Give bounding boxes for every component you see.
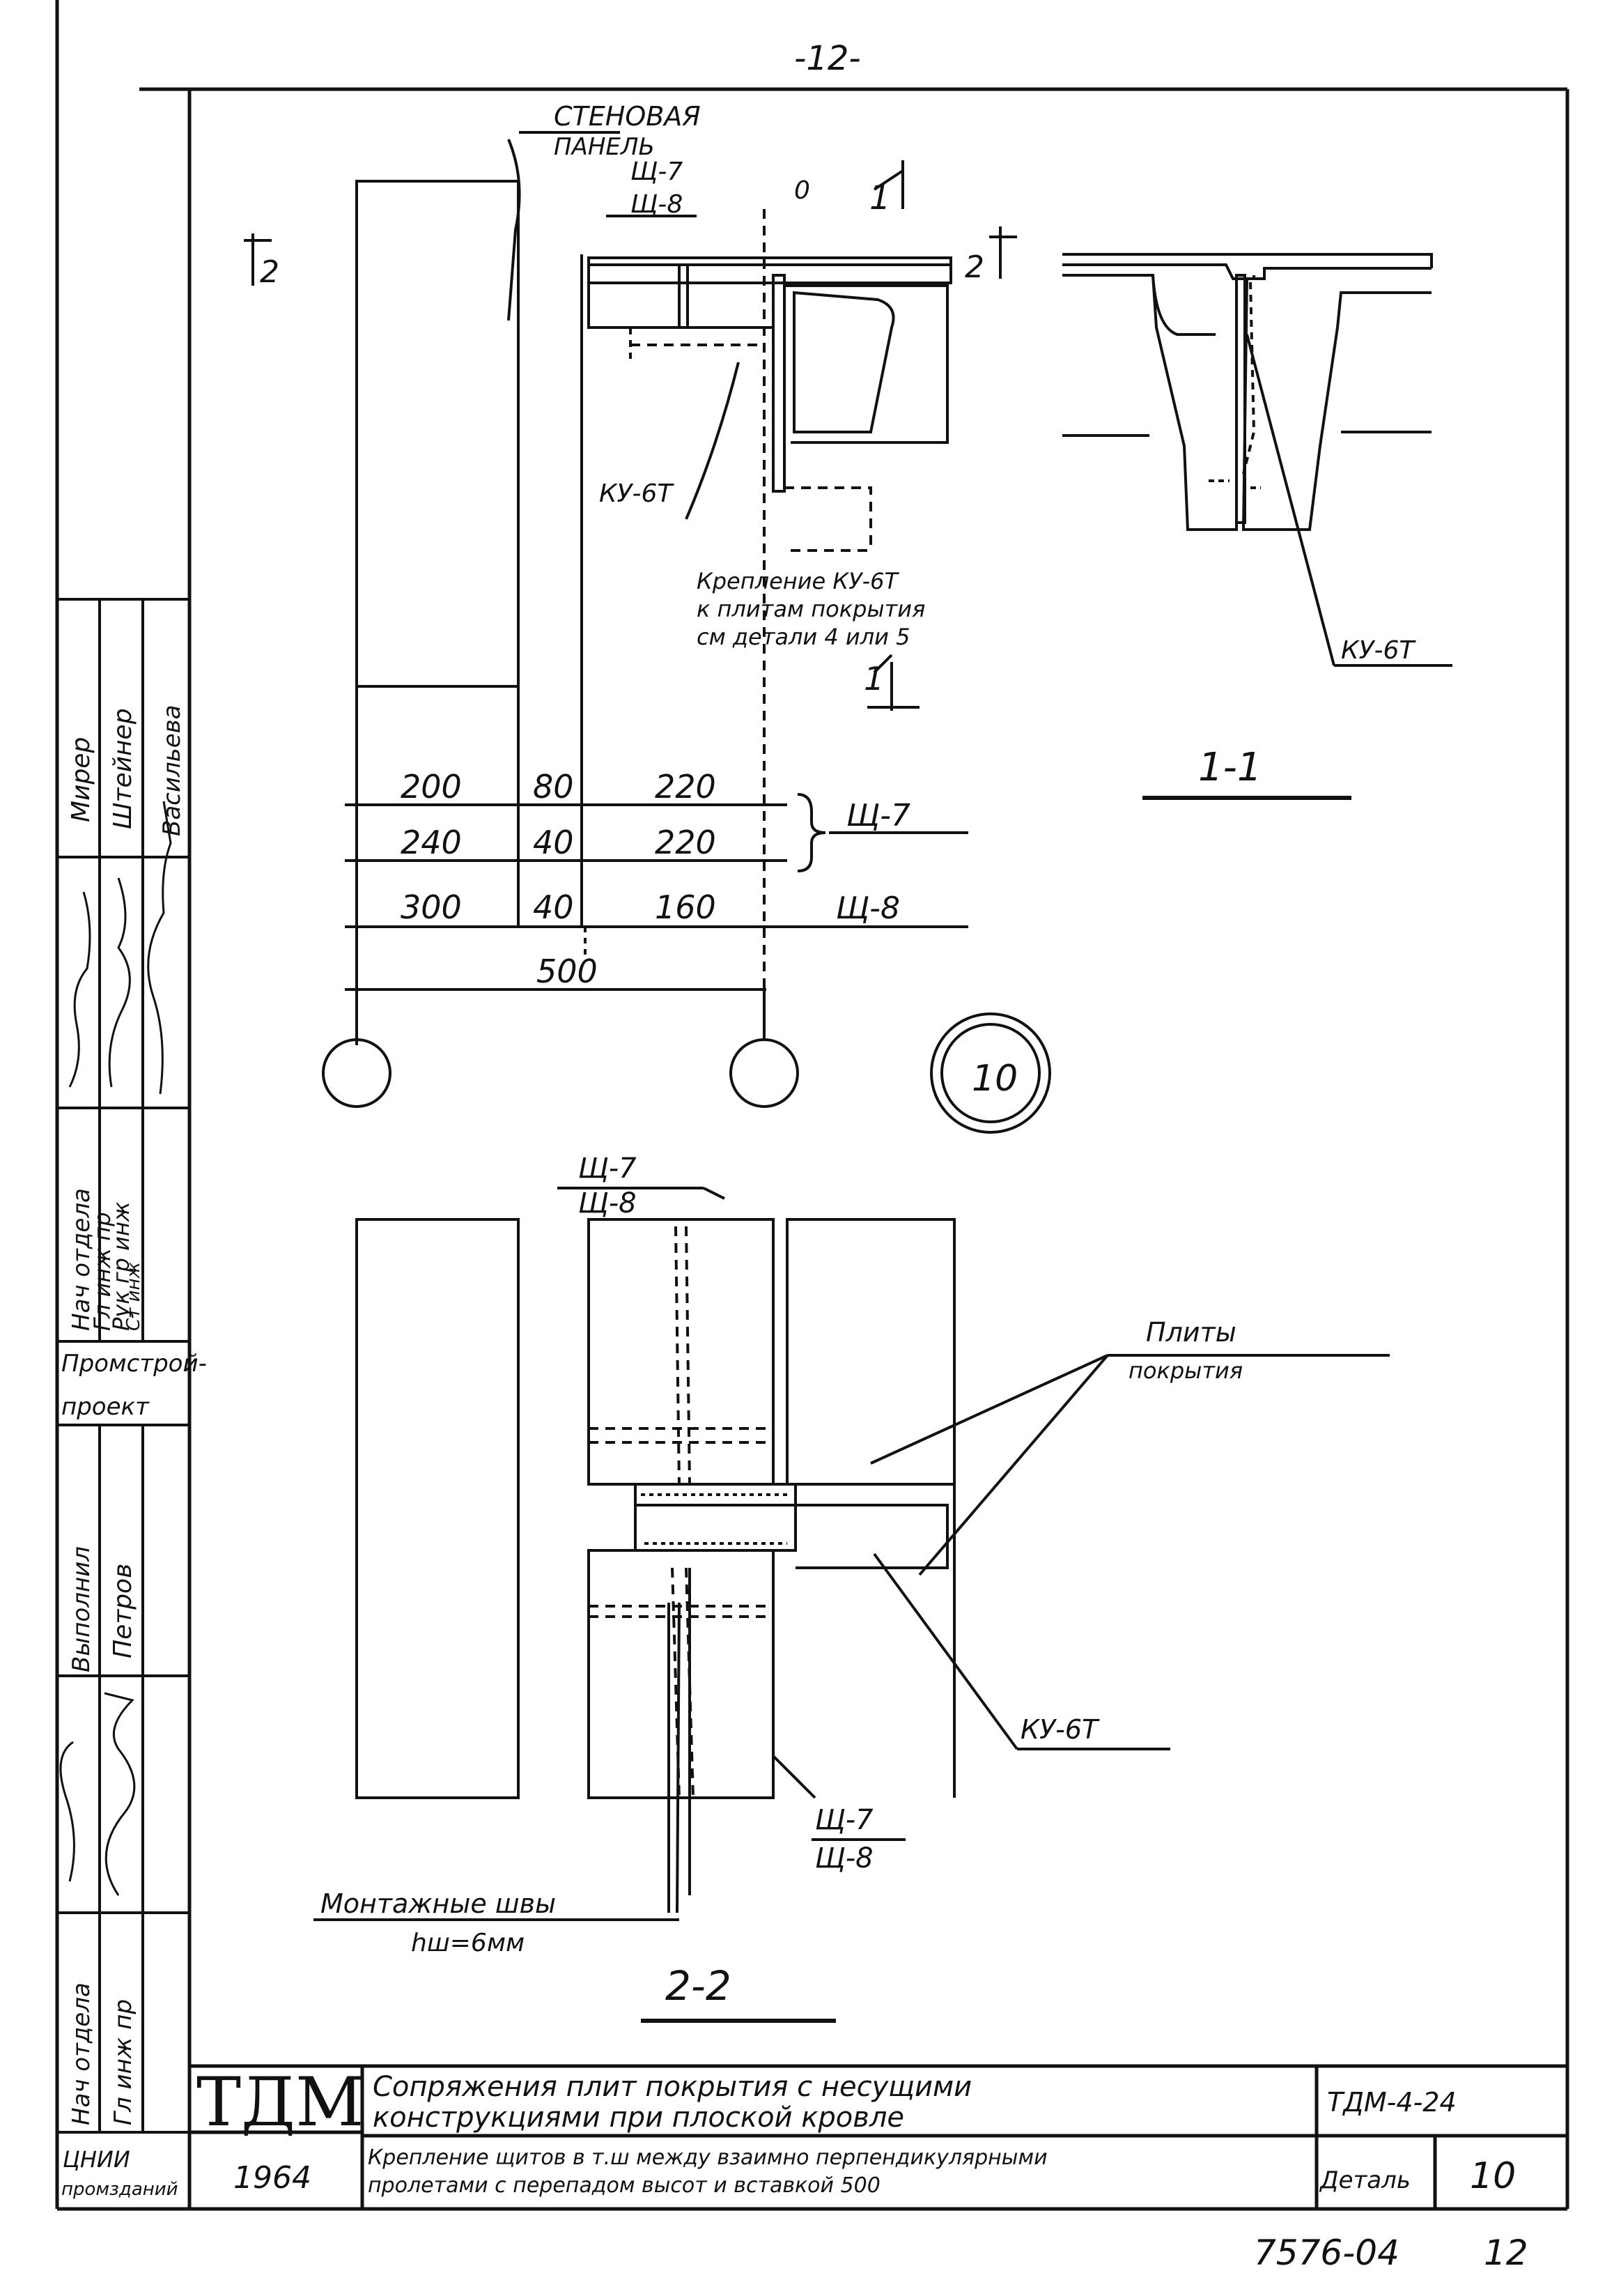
ku6t-label-2: КУ-6Т xyxy=(1341,636,1416,665)
tdm-logo: ТДМ xyxy=(196,2063,364,2141)
fastening-note-1: Крепление КУ-6Т xyxy=(697,568,899,594)
shch7-dim-label: Щ-7 xyxy=(846,798,910,833)
wall-panel-label-2: ПАНЕЛЬ xyxy=(554,133,655,161)
dim-500: 500 xyxy=(536,953,598,990)
detail-number: 10 xyxy=(1470,2155,1516,2197)
fastening-note-2: к плитам покрытия xyxy=(697,596,925,622)
slabs-label-1: Плиты xyxy=(1146,1317,1236,1348)
section-1-mark-bottom: 1 xyxy=(864,660,884,698)
dim-200: 200 xyxy=(401,768,462,806)
sheet-frame xyxy=(55,0,1569,2211)
stamp-role-1: Нач отдела xyxy=(68,1188,95,1331)
stamp-role-4: Ст инж xyxy=(123,1262,144,1331)
left-stamp-text: Нач отдела Гл инж пр Рук гр инж Ст инж М… xyxy=(61,704,207,2200)
stamp-lower-3: Гл инж пр xyxy=(109,1999,137,2125)
title-line-1: Сопряжения плит покрытия с несущими xyxy=(373,2071,972,2103)
stamp-org-2: проект xyxy=(61,1393,150,1421)
dim-220a: 220 xyxy=(655,768,716,806)
dim-160: 160 xyxy=(655,888,716,926)
footer-doc-number: 7576-04 xyxy=(1254,2233,1399,2273)
mounting-seams-label: Монтажные швы xyxy=(320,1888,556,1919)
shch8-dim-label: Щ-8 xyxy=(836,891,900,926)
zero-label: 0 xyxy=(794,176,810,205)
section-2-mark-right: 2 xyxy=(965,249,984,285)
section-2-mark-left: 2 xyxy=(260,254,279,290)
stamp-lower-2: Нач отдела xyxy=(68,1982,95,2125)
shch7-label-22top: Щ-7 xyxy=(578,1153,637,1185)
slabs-label-2: покрытия xyxy=(1129,1357,1243,1384)
stamp-name-3: Васильева xyxy=(158,704,186,836)
stamp-role-2: Гл инж пр xyxy=(89,1212,116,1331)
stamp-lower-1: Выполнил xyxy=(68,1546,95,1672)
section-1-mark-top: 1 xyxy=(869,178,891,217)
stamp-name-2: Штейнер xyxy=(109,708,137,829)
dim-220b: 220 xyxy=(655,824,716,861)
dim-40b: 40 xyxy=(533,888,574,926)
desc-line-2: пролетами с перепадом высот и вставкой 5… xyxy=(368,2173,881,2198)
title-block xyxy=(189,2064,1567,2209)
shch8-label-top: Щ-8 xyxy=(630,190,683,219)
shch7-label-top: Щ-7 xyxy=(630,157,683,186)
shch7-label-22bot: Щ-7 xyxy=(815,1804,874,1836)
footer-page: 12 xyxy=(1484,2233,1528,2273)
section-1-1-drawing xyxy=(1062,253,1452,800)
section-2-2-title: 2-2 xyxy=(665,1962,731,2010)
section-2-2-drawing xyxy=(313,1187,1390,2023)
stamp-org-1: Промстрой- xyxy=(61,1350,207,1378)
circle-detail-label: 10 xyxy=(972,1058,1018,1100)
wall-panel-label-1: СТЕНОВАЯ xyxy=(554,101,701,132)
detail-label: Деталь xyxy=(1319,2166,1411,2194)
dim-240: 240 xyxy=(401,824,462,861)
dim-300: 300 xyxy=(401,888,462,926)
desc-line-1: Крепление щитов в т.ш между взаимно перп… xyxy=(368,2145,1048,2170)
page-number-top: -12- xyxy=(794,39,861,78)
title-line-2: конструкциями при плоской кровле xyxy=(373,2102,904,2134)
signatures xyxy=(59,801,172,1896)
seam-height-label: hш=6мм xyxy=(411,1929,525,1957)
stamp-org-bottom-2: промзданий xyxy=(61,2179,178,2200)
dim-40a: 40 xyxy=(533,824,574,861)
fastening-note-3: см детали 4 или 5 xyxy=(697,624,910,650)
top-plan-drawing xyxy=(244,131,1051,1134)
ku6t-label-3: КУ-6Т xyxy=(1021,1714,1100,1745)
stamp-org-bottom-1: ЦНИИ xyxy=(63,2146,130,2173)
section-1-1-title: 1-1 xyxy=(1198,745,1262,790)
left-stamp-panel xyxy=(57,598,189,2134)
title-year: 1964 xyxy=(233,2160,311,2196)
dim-80: 80 xyxy=(533,768,574,806)
drawing-code: ТДМ-4-24 xyxy=(1327,2087,1457,2118)
stamp-role-3: Рук гр инж xyxy=(108,1201,134,1331)
stamp-name-1: Мирер xyxy=(67,737,95,822)
stamp-lower-name: Петров xyxy=(109,1564,137,1658)
ku6t-label-1: КУ-6Т xyxy=(599,479,674,508)
shch8-label-22top: Щ-8 xyxy=(578,1187,637,1219)
shch8-label-22bot: Щ-8 xyxy=(815,1842,874,1874)
